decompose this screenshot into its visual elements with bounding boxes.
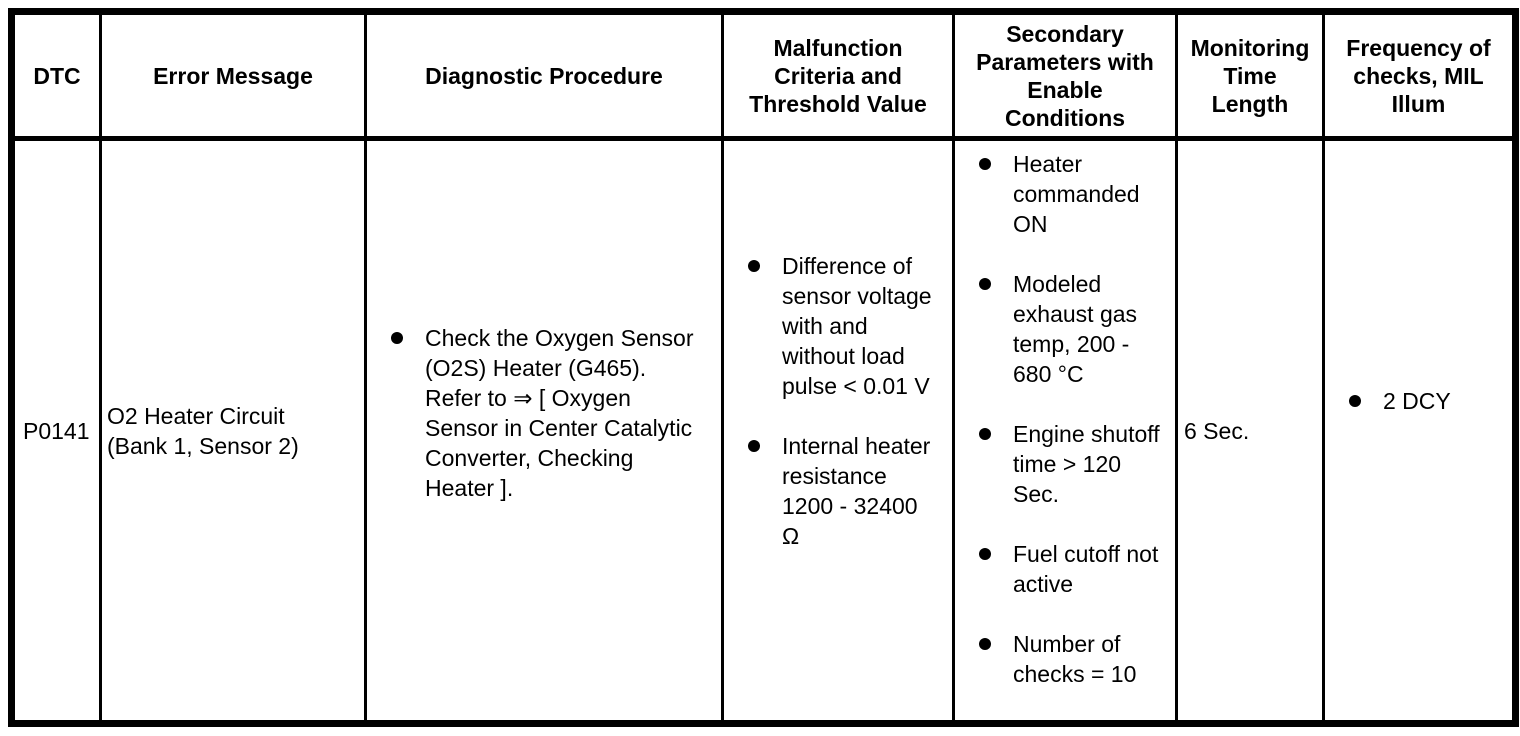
monitoring-time-text: 6 Sec. bbox=[1184, 417, 1250, 444]
secondary-parameter-text: Engine shutoff time > 120 Sec. bbox=[1013, 421, 1160, 507]
malfunction-criteria-text: Internal heater resistance 1200 - 32400 … bbox=[782, 432, 931, 549]
secondary-parameter-item: Modeled exhaust gas temp, 200 - 680 °C bbox=[979, 269, 1161, 389]
header-diagnostic-procedure: Diagnostic Procedure bbox=[364, 10, 724, 141]
secondary-parameter-item: Number of checks = 10 bbox=[979, 629, 1161, 689]
dtc-table: DTC Error Message Diagnostic Procedure M… bbox=[8, 8, 1519, 727]
error-message-text: O2 Heater Circuit (Bank 1, Sensor 2) bbox=[107, 402, 299, 459]
cell-monitoring-time: 6 Sec. bbox=[1175, 137, 1325, 725]
header-row: DTC Error Message Diagnostic Procedure M… bbox=[10, 10, 1517, 141]
bullet-icon bbox=[979, 548, 991, 560]
bullet-icon bbox=[979, 158, 991, 170]
bullet-icon bbox=[979, 638, 991, 650]
cell-secondary-parameters: Heater commanded ON Modeled exhaust gas … bbox=[952, 137, 1178, 725]
secondary-parameter-text: Number of checks = 10 bbox=[1013, 631, 1137, 687]
header-malfunction-criteria: Malfunction Criteria and Threshold Value bbox=[721, 10, 955, 141]
header-dtc-label: DTC bbox=[33, 62, 81, 89]
bullet-icon bbox=[979, 428, 991, 440]
table-row: P0141 O2 Heater Circuit (Bank 1, Sensor … bbox=[10, 137, 1517, 725]
bullet-icon bbox=[1349, 394, 1361, 407]
secondary-parameter-text: Fuel cutoff not active bbox=[1013, 541, 1159, 597]
header-diagnostic-procedure-label: Diagnostic Procedure bbox=[425, 62, 663, 89]
secondary-parameter-text: Heater commanded ON bbox=[1013, 151, 1140, 237]
dtc-code: P0141 bbox=[23, 417, 90, 444]
header-frequency-of-checks: Frequency of checks, MIL Illum bbox=[1322, 10, 1517, 141]
frequency-text: 2 DCY bbox=[1383, 387, 1451, 414]
header-dtc: DTC bbox=[10, 10, 102, 141]
bullet-icon bbox=[748, 259, 760, 272]
bullet-icon bbox=[391, 331, 403, 344]
secondary-parameter-item: Heater commanded ON bbox=[979, 149, 1161, 239]
header-error-message: Error Message bbox=[99, 10, 367, 141]
header-monitoring-time: Monitoring Time Length bbox=[1175, 10, 1325, 141]
cell-dtc: P0141 bbox=[10, 137, 102, 725]
bullet-icon bbox=[748, 439, 760, 452]
secondary-parameter-item: Engine shutoff time > 120 Sec. bbox=[979, 419, 1161, 509]
bullet-icon bbox=[979, 278, 991, 290]
secondary-parameter-text: Modeled exhaust gas temp, 200 - 680 °C bbox=[1013, 271, 1138, 387]
malfunction-criteria-text: Difference of sensor voltage with and wi… bbox=[782, 252, 932, 399]
cell-malfunction-criteria: Difference of sensor voltage with and wi… bbox=[721, 137, 955, 725]
malfunction-criteria-item: Difference of sensor voltage with and wi… bbox=[748, 251, 934, 401]
diagnostic-procedure-item: Check the Oxygen Sensor (O2S) Heater (G4… bbox=[391, 323, 707, 503]
cell-diagnostic-procedure: Check the Oxygen Sensor (O2S) Heater (G4… bbox=[364, 137, 724, 725]
secondary-parameter-item: Fuel cutoff not active bbox=[979, 539, 1161, 599]
diagnostic-procedure-text: Check the Oxygen Sensor (O2S) Heater (G4… bbox=[425, 324, 694, 501]
cell-error-message: O2 Heater Circuit (Bank 1, Sensor 2) bbox=[99, 137, 367, 725]
header-secondary-parameters: Secondary Parameters with Enable Conditi… bbox=[952, 10, 1178, 141]
frequency-item: 2 DCY bbox=[1349, 386, 1506, 416]
cell-frequency-of-checks: 2 DCY bbox=[1322, 137, 1517, 725]
malfunction-criteria-item: Internal heater resistance 1200 - 32400 … bbox=[748, 431, 934, 551]
header-error-message-label: Error Message bbox=[153, 62, 313, 89]
